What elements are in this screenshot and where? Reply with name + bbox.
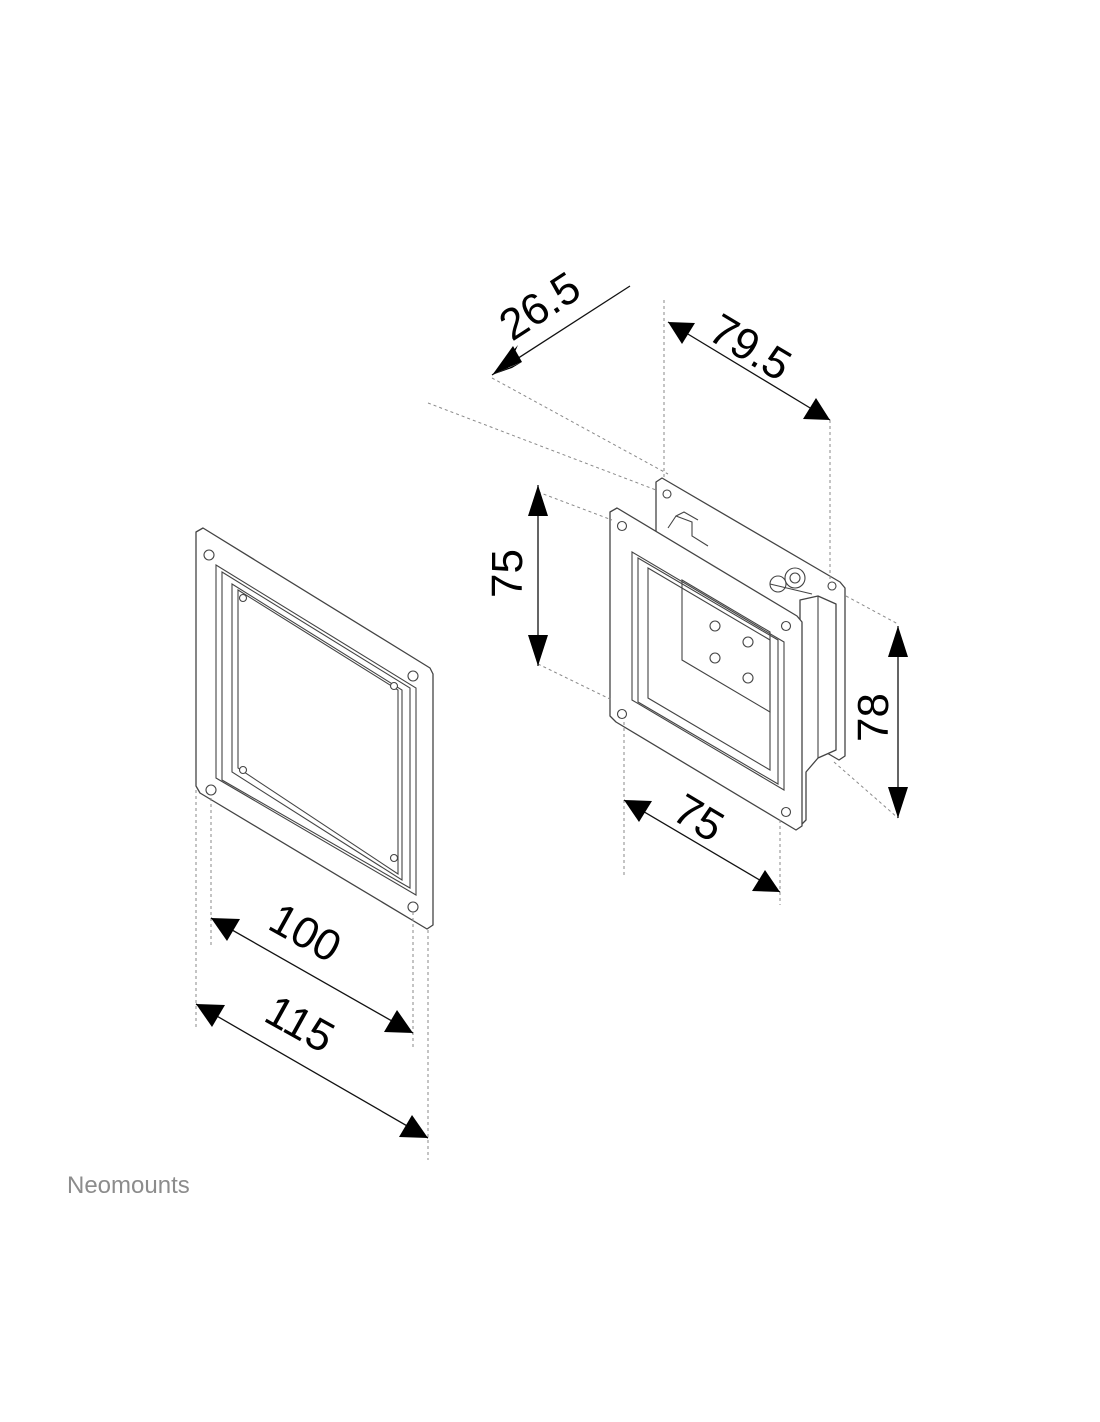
front-plate-hole [616, 708, 628, 720]
extension-lines-left [195, 790, 429, 1160]
extension-lines-right [427, 300, 899, 905]
dim-label-width-top: 79.5 [701, 305, 800, 391]
dimension-height-left: 75 [483, 485, 548, 666]
locking-knob-icon [769, 567, 813, 595]
dim-label-height-left: 75 [483, 549, 532, 598]
plate-hole [238, 765, 248, 775]
dim-label-depth: 26.5 [491, 263, 590, 351]
dimension-width-top: 79.5 [667, 305, 831, 421]
plate-hole [389, 853, 399, 863]
dim-label-height-right: 78 [849, 693, 898, 742]
dimension-depth: 26.5 [491, 263, 631, 376]
brand-logo: Neomounts [67, 1172, 190, 1199]
plate-hole [407, 901, 419, 913]
vesa-hole [742, 672, 754, 684]
front-plate-hole [616, 520, 628, 532]
plate-hole [205, 784, 217, 796]
front-plate-hole [780, 620, 792, 632]
dim-label-width-bottom-right: 75 [665, 785, 732, 852]
dimension-height-right: 78 [849, 626, 908, 818]
dim-label-plate-width: 115 [257, 986, 342, 1063]
plate-hole [407, 670, 419, 682]
plate-hole [203, 549, 215, 561]
plate-hole [389, 681, 399, 691]
vesa-adapter-plate [195, 527, 434, 930]
wall-plate-hole [662, 489, 672, 499]
dimension-plate-width: 115 [195, 986, 429, 1139]
wall-mount-bracket [609, 477, 846, 831]
vesa-hole [709, 652, 721, 664]
wall-plate-hole [827, 581, 837, 591]
vesa-hole [742, 636, 754, 648]
vesa-hole [709, 620, 721, 632]
plate-hole [238, 593, 248, 603]
front-plate-hole [780, 806, 792, 818]
dim-label-hole-spacing: 100 [261, 894, 349, 972]
